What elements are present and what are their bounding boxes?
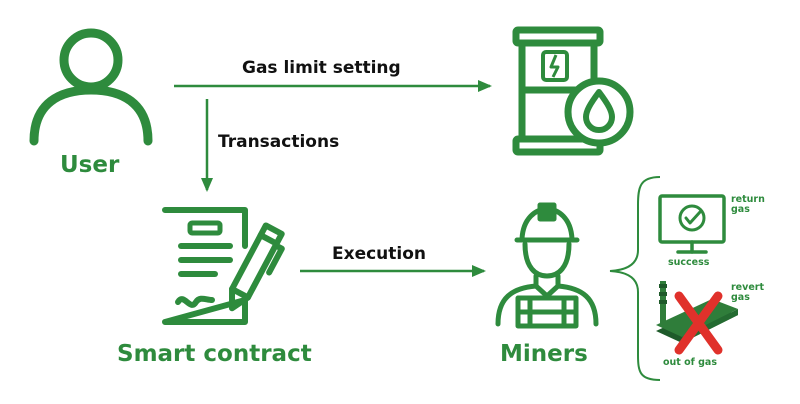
user-icon <box>29 28 153 146</box>
revert-gas-note: revert gas <box>731 283 764 303</box>
return-gas-line2: gas <box>731 204 750 215</box>
mining-rig-crossed-icon <box>656 281 738 355</box>
success-caption: success <box>668 257 710 268</box>
gas-limit-label: Gas limit setting <box>242 58 401 78</box>
revert-gas-line1: revert <box>731 282 764 293</box>
oil-barrel-icon <box>512 26 634 156</box>
smart-contract-label: Smart contract <box>117 341 312 367</box>
user-label: User <box>60 152 120 178</box>
miner-worker-icon <box>495 202 599 329</box>
miners-label: Miners <box>500 341 588 367</box>
execution-label: Execution <box>332 244 427 264</box>
outcome-brace <box>609 176 661 381</box>
transactions-label: Transactions <box>218 132 340 152</box>
return-gas-note: return gas <box>731 195 765 215</box>
return-gas-line1: return <box>731 194 765 205</box>
revert-gas-line2: gas <box>731 292 750 303</box>
out-of-gas-caption: out of gas <box>663 357 717 368</box>
monitor-check-icon <box>658 194 726 254</box>
contract-pen-icon <box>162 207 285 325</box>
